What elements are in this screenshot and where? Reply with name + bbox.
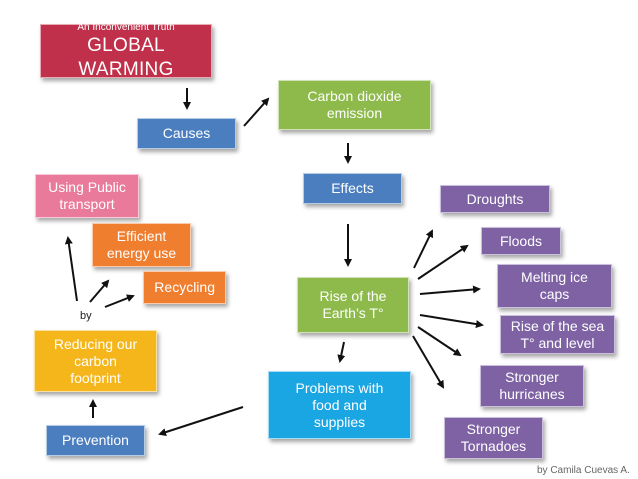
node-tornadoes-line1: Stronger [466, 421, 521, 437]
node-hurricanes-line2: hurricanes [499, 386, 565, 402]
author-credit: by Camila Cuevas A. [537, 465, 630, 476]
node-rise-line1: Rise of the [319, 288, 387, 304]
node-prevention-label: Prevention [62, 432, 129, 448]
node-prevention: Prevention [46, 425, 145, 456]
arrow-by-to-efficient [89, 279, 110, 303]
by-label: by [80, 310, 92, 322]
node-efficient-energy-use: Efficient energy use [92, 223, 191, 267]
arrow-by-to-public [64, 236, 78, 302]
arrow-by-to-recycling [104, 294, 135, 308]
node-reducing-line1: Reducing our [53, 335, 138, 352]
arrow-problems-to-prevention [158, 406, 244, 436]
node-melting-line1: Melting ice [521, 269, 588, 285]
node-stronger-hurricanes: Stronger hurricanes [480, 365, 584, 407]
node-stronger-tornadoes: Stronger Tornadoes [444, 417, 543, 459]
node-carbon-dioxide-emission: Carbon dioxide emission [278, 80, 431, 130]
arrow-rise-to-hurricanes [417, 326, 462, 357]
node-floods: Floods [481, 227, 561, 255]
title-main: GLOBAL WARMING [78, 34, 174, 80]
node-causes: Causes [137, 118, 236, 149]
node-efficient-line2: energy use [106, 245, 177, 261]
node-effects: Effects [303, 173, 402, 204]
node-tornadoes-line2: Tornadoes [460, 438, 527, 454]
node-melting-ice-caps: Melting ice caps [497, 264, 612, 308]
node-reducing-carbon-footprint: Reducing our carbon footprint [34, 330, 157, 392]
title-subtitle: An Inconvenient Truth [77, 21, 175, 33]
node-rise-line2: Earth’s T° [322, 305, 384, 321]
arrow-rise-to-tornadoes [412, 335, 445, 389]
node-co2-line2: emission [326, 105, 383, 121]
arrow-rise-to-sealevel [419, 314, 484, 328]
node-hurricanes-line1: Stronger [505, 369, 559, 385]
node-using-public-transport: Using Public transport [35, 174, 139, 218]
node-sealevel-line2: T° and level [520, 334, 595, 351]
node-co2-line1: Carbon dioxide [307, 88, 402, 104]
node-problems-line1: Problems with [295, 379, 384, 396]
node-reducing-line3: footprint [70, 369, 121, 386]
node-floods-label: Floods [499, 232, 543, 249]
node-causes-label: Causes [162, 125, 211, 141]
node-effects-label: Effects [331, 180, 374, 196]
node-problems-line2: food and [312, 396, 367, 413]
node-melting-line2: caps [539, 286, 570, 302]
arrow-rise-to-problems [337, 341, 346, 363]
node-problems-food-supplies: Problems with food and supplies [268, 371, 411, 439]
node-public-line2: transport [59, 196, 115, 212]
node-public-line1: Using Public [48, 179, 126, 195]
node-recycling-label: Recycling [154, 279, 215, 295]
node-rise-of-sea-level: Rise of the sea T° and level [500, 315, 615, 354]
arrow-causes-to-co2 [243, 97, 270, 127]
node-efficient-line1: Efficient [116, 228, 167, 244]
node-problems-line3: supplies [313, 413, 366, 430]
node-recycling: Recycling [143, 271, 226, 304]
node-rise-of-earth-temperature: Rise of the Earth’s T° [297, 277, 409, 333]
arrow-rise-to-melting [419, 285, 481, 295]
arrow-rise-to-floods [417, 244, 469, 280]
node-droughts-label: Droughts [466, 190, 524, 207]
node-sealevel-line1: Rise of the sea [510, 317, 605, 334]
arrow-rise-to-droughts [413, 229, 433, 269]
title-box: An Inconvenient Truth GLOBAL WARMING [40, 21, 212, 80]
node-reducing-line2: carbon [74, 352, 117, 369]
node-droughts: Droughts [440, 185, 550, 213]
